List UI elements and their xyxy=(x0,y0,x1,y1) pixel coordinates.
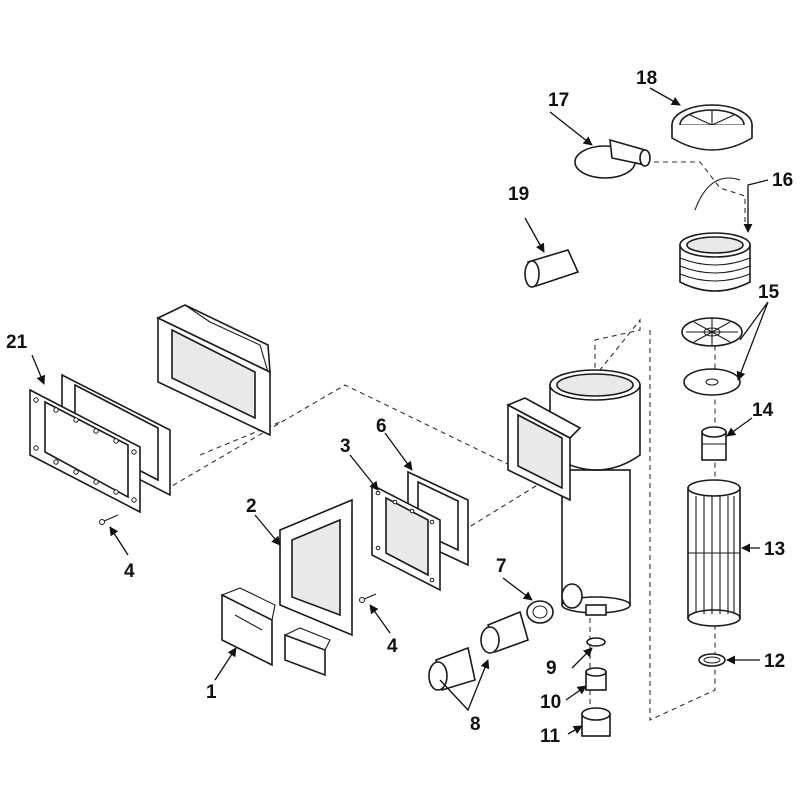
part-21-gasket-set xyxy=(29,373,171,514)
callout-leaders xyxy=(31,87,769,735)
callout-14: 14 xyxy=(752,400,774,421)
gasket-screw-holes xyxy=(33,397,137,503)
callout-4-left: 4 xyxy=(124,561,135,582)
callout-17: 17 xyxy=(548,90,569,111)
part-16-basket xyxy=(679,177,751,292)
part-17-vacuum-plate xyxy=(574,138,651,179)
part-13-filter-cartridge xyxy=(687,479,741,627)
skimmer-body xyxy=(506,369,641,616)
callout-6: 6 xyxy=(376,416,387,437)
part-2-faceplate xyxy=(279,498,353,637)
callout-11: 11 xyxy=(540,726,561,747)
part-10-fitting xyxy=(585,667,607,691)
part-4-screw-left xyxy=(99,514,119,525)
callout-8: 8 xyxy=(470,714,481,735)
callout-10: 10 xyxy=(540,692,561,713)
part-18-lid xyxy=(671,104,753,151)
part-19-adapter xyxy=(524,249,580,288)
callout-18: 18 xyxy=(636,68,657,89)
part-3-gasket xyxy=(371,483,441,592)
callout-12: 12 xyxy=(764,651,785,672)
part-14-fitting xyxy=(701,426,727,461)
part-1-weir-door xyxy=(221,587,331,677)
part-15-plates xyxy=(681,317,743,396)
callout-1: 1 xyxy=(206,682,217,703)
callout-9: 9 xyxy=(546,658,557,679)
part-4-screw-middle xyxy=(359,593,377,603)
callout-4-middle: 4 xyxy=(387,636,398,657)
callout-labels: 21 2 3 6 4 4 1 7 8 9 10 11 12 13 14 15 1… xyxy=(6,68,793,747)
callout-21: 21 xyxy=(6,332,28,353)
callout-2: 2 xyxy=(246,496,257,517)
callout-19: 19 xyxy=(508,184,529,205)
callout-13: 13 xyxy=(764,539,785,560)
callout-15: 15 xyxy=(758,282,780,303)
callout-16: 16 xyxy=(772,170,793,191)
part-11-union-nut xyxy=(581,707,611,737)
callout-7: 7 xyxy=(496,556,507,577)
part-7-adapter-ring xyxy=(526,600,554,624)
part-8-pipe-fittings xyxy=(428,610,529,692)
part-9-o-ring xyxy=(586,637,606,647)
part-12-o-ring xyxy=(698,653,726,667)
skimmer-wall-frame xyxy=(156,304,271,437)
callout-3: 3 xyxy=(340,436,351,457)
